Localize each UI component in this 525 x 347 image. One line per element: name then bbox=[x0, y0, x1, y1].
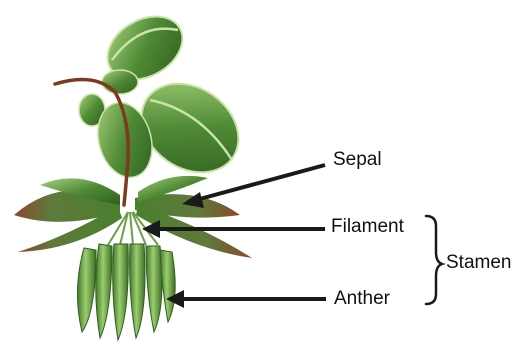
sepal-label: Sepal bbox=[333, 150, 382, 169]
stamen-brace bbox=[426, 216, 442, 304]
stamen-label: Stamen bbox=[446, 253, 511, 272]
upper-buds bbox=[79, 4, 256, 191]
anthers bbox=[77, 244, 175, 340]
anther-label: Anther bbox=[334, 289, 390, 308]
filament-label: Filament bbox=[331, 217, 404, 236]
anther-pointer bbox=[166, 290, 326, 308]
